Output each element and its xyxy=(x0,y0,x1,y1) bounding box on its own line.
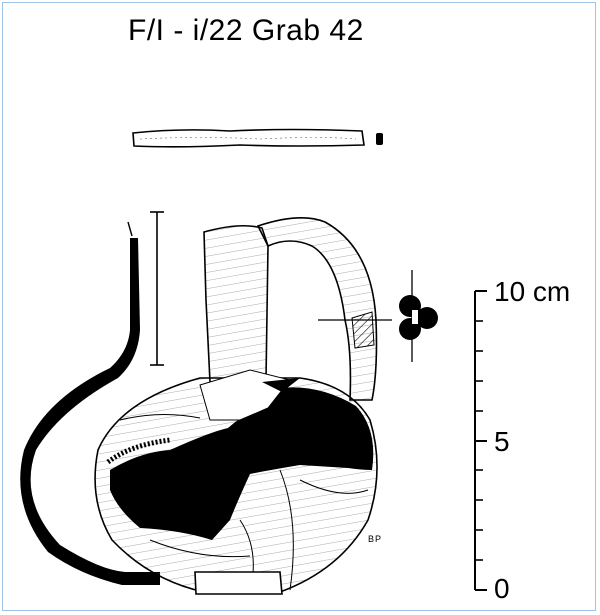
scale-bar xyxy=(474,290,487,591)
artist-initials: BP xyxy=(368,534,383,544)
scale-label-5: 5 xyxy=(494,426,510,457)
scale-label-10cm: 10 cm xyxy=(494,276,571,307)
handle-cross-section xyxy=(318,270,438,362)
scale-label-0: 0 xyxy=(494,573,510,604)
figure-title: F/I - i/22 Grab 42 xyxy=(128,14,364,47)
section-profile xyxy=(20,211,164,585)
rim-fragment xyxy=(132,128,383,148)
jug-body xyxy=(94,217,378,595)
